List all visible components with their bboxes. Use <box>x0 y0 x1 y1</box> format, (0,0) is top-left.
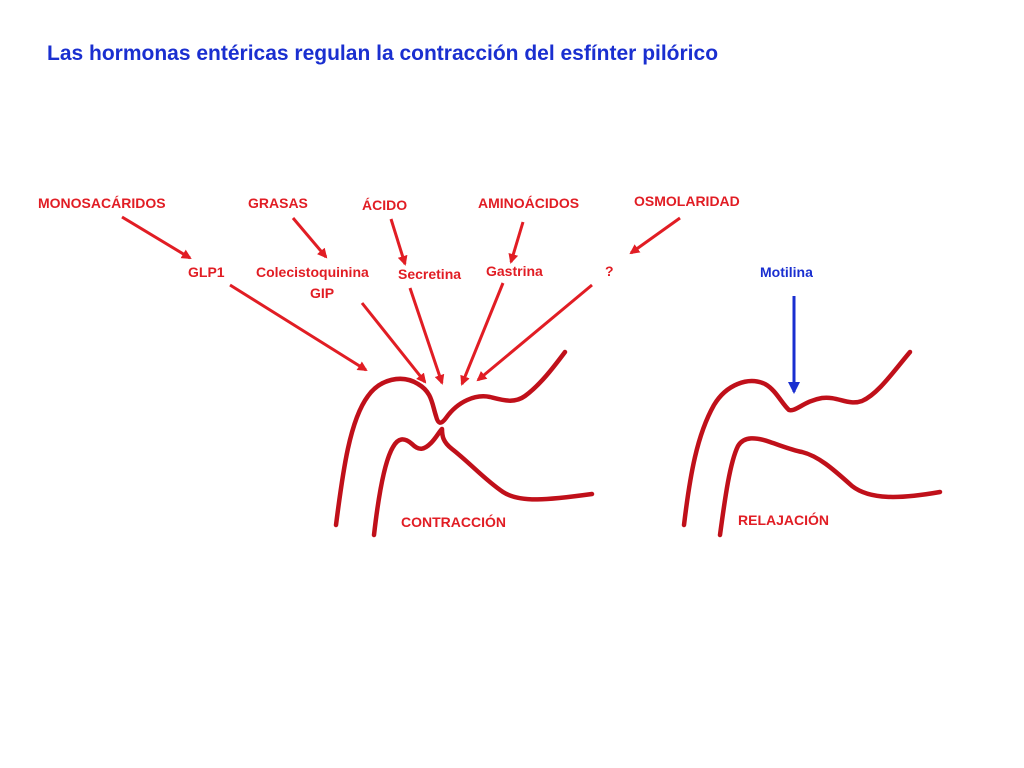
sphincter-relaxed-lower-wall <box>717 436 943 538</box>
sphincter-relaxed <box>681 349 943 538</box>
arrow-unknown-sphincter <box>476 283 593 382</box>
stimulus-acido: ÁCIDO <box>362 197 407 213</box>
sphincter-contracted-upper-wall <box>333 349 568 528</box>
arrow-aminoacidos-gastrina <box>508 221 525 264</box>
arrow-gastrina-sphincter <box>460 282 505 386</box>
stimulus-monosacaridos: MONOSACÁRIDOS <box>38 195 166 211</box>
arrow-monosacaridos-glp1 <box>121 215 192 260</box>
hormone-colecistoquinina: Colecistoquinina <box>256 264 369 280</box>
arrow-glp1-sphincter <box>229 283 368 372</box>
stimulus-osmolaridad: OSMOLARIDAD <box>634 193 740 209</box>
stimulus-aminoacidos: AMINOÁCIDOS <box>478 195 579 211</box>
arrow-osmolaridad-unknown <box>629 216 681 255</box>
hormone-unknown: ? <box>605 263 614 279</box>
stimulus-grasas: GRASAS <box>248 195 308 211</box>
label-relajacion: RELAJACIÓN <box>738 511 829 528</box>
label-contraccion: CONTRACCIÓN <box>401 513 506 530</box>
hormone-glp1: GLP1 <box>188 264 225 280</box>
arrow-acido-secretina <box>389 218 408 266</box>
arrow-secretina-sphincter <box>408 287 445 385</box>
sphincter-contracted <box>333 349 595 538</box>
page-title: Las hormonas entéricas regulan la contra… <box>47 42 719 65</box>
sphincter-relaxed-upper-wall <box>681 349 913 528</box>
hormone-gip: GIP <box>310 285 334 301</box>
arrow-grasas-colecistoquinina <box>291 217 328 259</box>
hormone-motilina: Motilina <box>760 264 813 280</box>
hormone-secretina: Secretina <box>398 266 461 282</box>
sphincter-contracted-lower-wall <box>371 426 595 538</box>
arrow-colecistoquinina-sphincter <box>360 302 427 384</box>
hormone-gastrina: Gastrina <box>486 263 543 279</box>
